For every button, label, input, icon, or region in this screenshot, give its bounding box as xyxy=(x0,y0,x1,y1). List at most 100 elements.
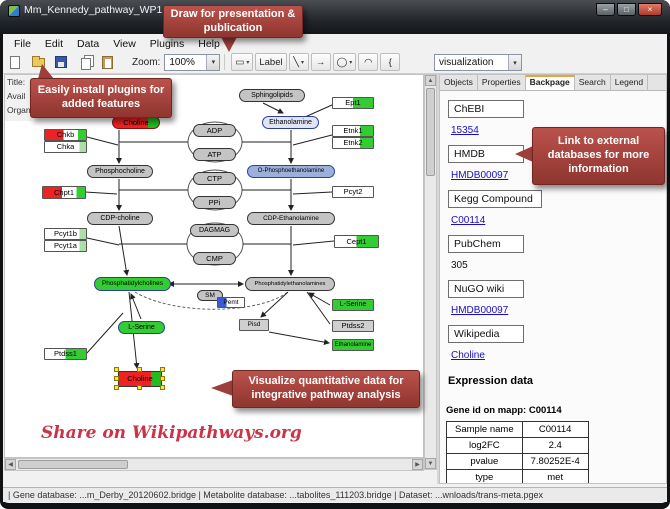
pathway-node-phosphocholine[interactable]: Phosphocholine xyxy=(87,165,153,178)
selection-handle[interactable] xyxy=(114,385,119,390)
backpage-value-pubchem: 305 xyxy=(451,260,468,271)
scroll-up-button[interactable]: ▲ xyxy=(425,75,436,86)
scroll-left-button[interactable]: ◀ xyxy=(5,459,16,470)
selection-handle[interactable] xyxy=(160,376,165,381)
expression-table-cell: 2.4 xyxy=(521,437,589,454)
pathway-node-cdp-choline[interactable]: CDP-choline xyxy=(87,212,153,225)
selection-handle[interactable] xyxy=(114,367,119,372)
minimize-button[interactable]: – xyxy=(596,3,615,16)
vertical-scroll-thumb[interactable] xyxy=(426,88,435,176)
tab-legend[interactable]: Legend xyxy=(610,75,649,90)
pathway-node-dagmag[interactable]: DAGMAG xyxy=(190,224,239,237)
callout-text: Draw for presentation & publication xyxy=(170,7,296,34)
titlebar[interactable]: Mm_Kennedy_pathway_WP1771_45176.gpml – □… xyxy=(0,0,670,34)
chevron-down-icon[interactable]: ▾ xyxy=(508,55,521,70)
pathway-node-cmp[interactable]: CMP xyxy=(193,252,236,265)
line-tool[interactable]: ╲▾ xyxy=(288,53,309,71)
pathway-node-pcyt2[interactable]: Pcyt2 xyxy=(332,186,374,198)
tab-properties[interactable]: Properties xyxy=(477,75,526,90)
chevron-down-icon[interactable]: ▾ xyxy=(300,59,304,66)
pathway-node-etnk2[interactable]: Etnk2 xyxy=(332,137,374,149)
pathway-node-l-serine[interactable]: L-Serine xyxy=(118,321,165,334)
pathway-node-phosphatidylethanolamines[interactable]: Phosphatidylethanolamines xyxy=(245,277,335,291)
pathway-node-ptdss1[interactable]: Ptdss1 xyxy=(44,348,87,360)
chevron-down-icon[interactable]: ▾ xyxy=(246,59,250,66)
new-file-button[interactable] xyxy=(4,53,26,72)
backpage-header-chebi: ChEBI xyxy=(448,100,524,118)
menu-view[interactable]: View xyxy=(113,37,136,50)
horizontal-scroll-thumb[interactable] xyxy=(18,460,128,469)
backpage-value-nugo-wiki[interactable]: HMDB00097 xyxy=(451,305,509,316)
visualization-combobox[interactable]: visualization ▾ xyxy=(434,54,522,71)
menu-plugins[interactable]: Plugins xyxy=(149,37,185,50)
gene-id-line: Gene id on mapp: C00114 xyxy=(446,405,562,416)
menu-edit[interactable]: Edit xyxy=(44,37,64,50)
selection-handle[interactable] xyxy=(114,376,119,381)
pathway-node-adp[interactable]: ADP xyxy=(193,124,236,137)
close-button[interactable]: × xyxy=(638,3,662,16)
backpage-value-kegg-compound[interactable]: C00114 xyxy=(451,215,486,226)
pathway-node-chka[interactable]: Chka xyxy=(44,141,87,153)
selection-handle[interactable] xyxy=(137,385,142,390)
maximize-button[interactable]: □ xyxy=(617,3,636,16)
scroll-down-button[interactable]: ▼ xyxy=(425,458,436,469)
pathway-node-atp[interactable]: ATP xyxy=(193,148,236,161)
menu-file[interactable]: File xyxy=(14,37,31,50)
horizontal-scrollbar[interactable]: ◀ ▶ xyxy=(4,458,424,471)
pathway-node-ethanolamine[interactable]: Ethanolamine xyxy=(262,116,319,129)
pathway-node-ptdss2[interactable]: Ptdss2 xyxy=(332,320,374,332)
menu-data[interactable]: Data xyxy=(77,37,100,50)
pathway-node-ppi[interactable]: PPi xyxy=(193,196,236,209)
pathway-node-cdp-ethanolamine[interactable]: CDP-Ethanolamine xyxy=(247,212,335,225)
pathway-node-pcyt1a[interactable]: Pcyt1a xyxy=(44,240,87,252)
pathway-node-pcyt1b[interactable]: Pcyt1b xyxy=(44,228,87,240)
pathway-title-label: Title: xyxy=(7,77,26,87)
selection-handle[interactable] xyxy=(137,367,142,372)
pathway-node-cept1[interactable]: Cept1 xyxy=(334,235,379,248)
vertical-scrollbar[interactable]: ▲ ▼ xyxy=(424,74,437,470)
selection-handle[interactable] xyxy=(160,385,165,390)
datanode-tool[interactable]: ▭▾ xyxy=(231,53,254,71)
arrow-tool[interactable]: → xyxy=(310,53,331,71)
arc-tool[interactable]: ◠ xyxy=(358,53,379,71)
pathway-node-sm[interactable]: SM xyxy=(197,290,223,301)
shape-tool[interactable]: ◯▾ xyxy=(332,53,357,71)
pathway-node-pemt[interactable]: Pemt xyxy=(217,297,245,308)
pathway-node-ctp[interactable]: CTP xyxy=(193,172,236,185)
menu-help[interactable]: Help xyxy=(198,37,220,50)
brace-tool-glyph: { xyxy=(388,56,392,68)
paste-button[interactable] xyxy=(96,53,118,72)
tab-search[interactable]: Search xyxy=(574,75,611,90)
chevron-down-icon[interactable]: ▾ xyxy=(349,59,353,66)
pathway-node-phosphatidylcholines[interactable]: Phosphatidylcholines xyxy=(94,277,171,291)
scroll-right-button[interactable]: ▶ xyxy=(412,459,423,470)
tab-backpage[interactable]: Backpage xyxy=(525,75,575,90)
pathway-node-o-phosphoethanolamine[interactable]: O-Phosphoethanolamine xyxy=(247,165,335,178)
chevron-down-icon[interactable]: ▾ xyxy=(206,54,220,70)
pathway-node-chkb[interactable]: Chkb xyxy=(44,129,87,141)
backpage-value-hmdb[interactable]: HMDB00097 xyxy=(451,170,509,181)
pathway-node-etnk1[interactable]: Etnk1 xyxy=(332,125,374,137)
arc-tool-glyph: ◠ xyxy=(364,56,373,68)
backpage-value-chebi[interactable]: 15354 xyxy=(451,125,479,136)
label-tool[interactable]: Label xyxy=(255,53,287,71)
pathway-node-pisd[interactable]: Pisd xyxy=(239,319,269,331)
selection-handle[interactable] xyxy=(160,367,165,372)
pathway-node-ethanolamine[interactable]: Ethanolamine xyxy=(332,339,374,351)
pathway-node-l-serine[interactable]: L-Serine xyxy=(332,299,374,311)
backpage-section-chebi: ChEBI 15354 xyxy=(448,99,658,136)
save-button[interactable] xyxy=(50,53,72,72)
pathway-node-ept1[interactable]: Ept1 xyxy=(332,97,374,109)
pathway-node-chpt1[interactable]: Chpt1 xyxy=(42,186,86,199)
toolbar: Zoom: 100% ▾ ▭▾Label╲▾→◯▾◠{ visualizatio… xyxy=(3,51,667,74)
copy-button[interactable] xyxy=(73,53,95,72)
brace-tool[interactable]: { xyxy=(380,53,401,71)
drawing-tools: ▭▾Label╲▾→◯▾◠{ xyxy=(229,53,401,71)
pathway-node-sphingolipids[interactable]: Sphingolipids xyxy=(239,89,305,102)
zoom-combobox[interactable]: 100% ▾ xyxy=(164,53,221,71)
tab-objects[interactable]: Objects xyxy=(440,75,478,90)
backpage-value-wikipedia[interactable]: Choline xyxy=(451,350,485,361)
panel-splitter[interactable] xyxy=(437,74,439,484)
shape-tool-glyph: ◯ xyxy=(336,56,348,68)
